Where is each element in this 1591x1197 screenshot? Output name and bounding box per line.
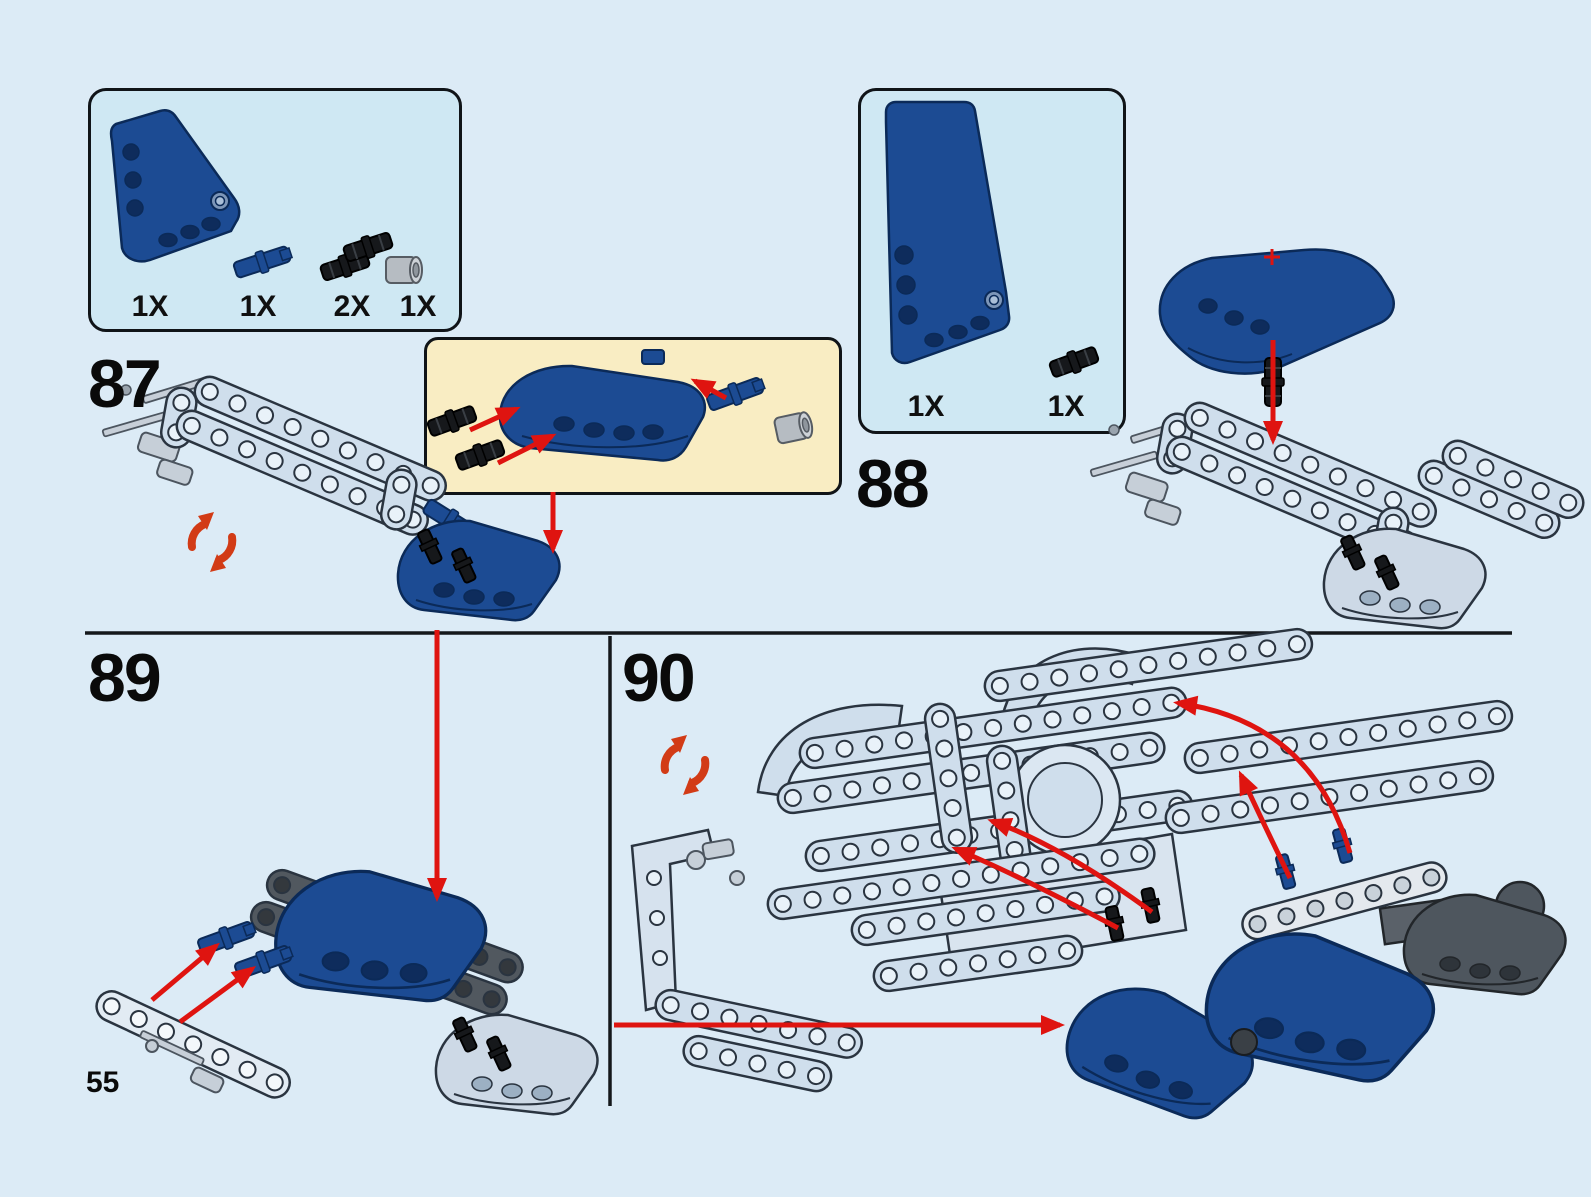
page-number: 55 xyxy=(86,1066,120,1099)
blue-pin xyxy=(1271,851,1300,892)
wheel-arch-beam xyxy=(756,703,904,798)
technic-beam xyxy=(1412,454,1566,544)
technic-beam xyxy=(651,986,866,1062)
gray-beam xyxy=(1237,857,1451,944)
part-count: 1X xyxy=(399,290,437,323)
black-pin xyxy=(413,526,447,567)
part-black-pin-connector xyxy=(1261,357,1285,407)
black-pin xyxy=(482,1033,516,1074)
technic-beam xyxy=(848,878,1123,949)
technic-beam xyxy=(1162,757,1497,837)
gray-axle xyxy=(138,1029,206,1067)
technic-beam xyxy=(1181,697,1516,777)
part-blue-axle-pin xyxy=(231,940,296,983)
parts-box-step-88 xyxy=(858,88,1126,434)
technic-beam xyxy=(1178,396,1442,533)
red-arrow xyxy=(951,846,1120,931)
wheel-hub xyxy=(1430,908,1510,988)
part-blue-fairing-top xyxy=(1158,248,1395,375)
blue-pin xyxy=(1328,825,1357,866)
part-blue-axle-pin xyxy=(419,494,483,547)
blue-mudguard-panel xyxy=(1198,923,1442,1089)
chassis-plate xyxy=(936,832,1188,970)
dark-gray-beam xyxy=(261,864,529,988)
technic-beam xyxy=(1153,410,1197,477)
part-count: 1X xyxy=(1047,390,1085,423)
black-pin xyxy=(1370,552,1404,593)
beam-hole xyxy=(652,950,668,966)
technic-beam xyxy=(774,729,1168,817)
dark-mudguard-panel xyxy=(1402,893,1567,996)
red-arrow xyxy=(150,942,220,1002)
axle-housing xyxy=(1378,894,1478,946)
red-arrow xyxy=(1173,695,1353,854)
beam-hole xyxy=(649,910,665,926)
dark-gray-beam xyxy=(245,896,513,1020)
turntable-hub xyxy=(1027,762,1103,838)
beam-hole xyxy=(646,870,662,886)
red-arrow xyxy=(178,966,257,1025)
part-count: 1X xyxy=(131,290,169,323)
sub-assembly-callout xyxy=(424,337,842,495)
black-pin xyxy=(1137,885,1164,925)
part-count: 2X xyxy=(333,290,371,323)
gray-connector xyxy=(686,850,706,870)
section-dividers xyxy=(85,631,1512,1106)
rotate-model-icon xyxy=(192,512,233,572)
step-87-number: 87 xyxy=(88,346,162,422)
red-arrow xyxy=(1238,770,1293,880)
wheel-arch-beam xyxy=(1000,647,1142,726)
technic-beam xyxy=(377,466,421,533)
technic-beam xyxy=(90,985,296,1104)
gray-mudguard-panel xyxy=(434,1013,599,1116)
technic-beam xyxy=(764,835,1158,923)
technic-beam xyxy=(802,787,1196,875)
technic-beam xyxy=(1369,504,1413,571)
step-90-number: 90 xyxy=(622,640,696,716)
technic-beam xyxy=(170,404,434,541)
technic-beam xyxy=(1160,430,1424,567)
step-88-assembly xyxy=(1090,248,1590,630)
front-bracket xyxy=(630,828,716,1012)
wheel-hub-center xyxy=(1451,929,1489,967)
technic-beam xyxy=(679,1032,836,1096)
part-count: 1X xyxy=(239,290,277,323)
gray-connector xyxy=(189,1066,225,1094)
gray-mudguard-panel xyxy=(1322,527,1487,630)
technic-beam xyxy=(1436,434,1590,524)
turntable-ring xyxy=(1008,743,1122,857)
part-blue-axle-pin xyxy=(194,916,259,959)
step-88-number: 88 xyxy=(856,446,930,522)
red-arrow xyxy=(987,817,1154,915)
rotate-model-icon xyxy=(665,735,706,795)
step-90-assembly xyxy=(630,625,1567,1131)
part-count: 1X xyxy=(907,390,945,423)
technic-beam xyxy=(157,384,201,451)
technic-beam xyxy=(188,370,452,507)
gray-pin xyxy=(729,870,745,886)
blue-mudguard-panel xyxy=(274,869,488,1003)
technic-beam xyxy=(981,625,1316,705)
black-pin xyxy=(447,545,481,586)
blue-mudguard-panel xyxy=(396,519,561,622)
technic-beam xyxy=(870,932,1086,995)
dark-connector xyxy=(1230,1028,1258,1056)
black-pin xyxy=(1101,903,1128,943)
black-pin xyxy=(448,1014,482,1055)
blue-mudguard-panel xyxy=(1055,971,1266,1131)
wheel-hub xyxy=(1494,880,1546,932)
gray-pin xyxy=(145,1039,159,1053)
step-89-number: 89 xyxy=(88,640,162,716)
black-pin xyxy=(1336,532,1370,573)
gray-connector xyxy=(701,838,735,861)
technic-beam xyxy=(983,742,1037,898)
step-89-assembly xyxy=(90,864,599,1116)
technic-beam xyxy=(921,700,975,856)
technic-beam xyxy=(796,684,1190,772)
